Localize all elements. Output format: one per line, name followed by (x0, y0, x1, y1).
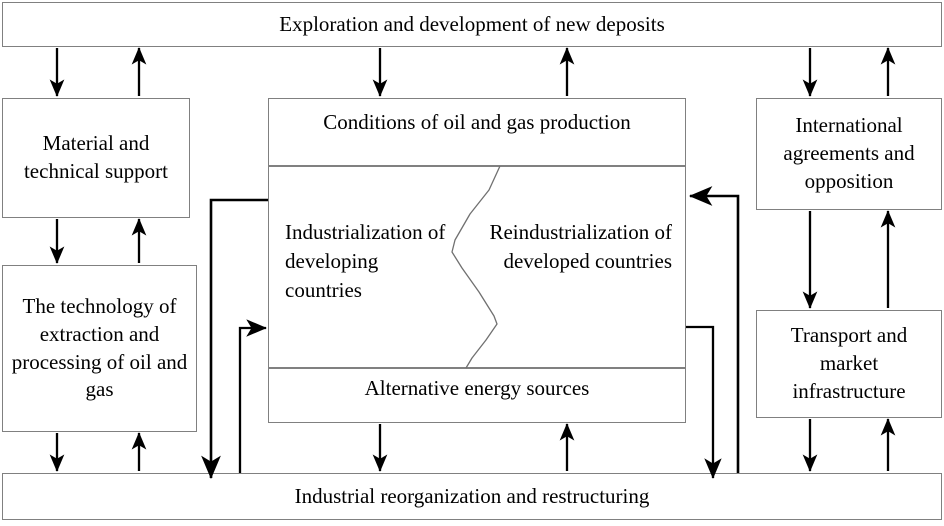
box-alternative-energy-sources: Alternative energy sources (268, 368, 686, 423)
box-conditions-oil-gas-production-label: Conditions of oil and gas production (323, 110, 631, 134)
box-material-technical-support-label: Material and technical support (23, 131, 169, 183)
box-international-agreements-opposition: International agreements and opposition (756, 98, 942, 210)
box-material-technical-support: Material and technical support (2, 98, 190, 218)
box-industrial-reorganization-restructuring-label: Industrial reorganization and restructur… (294, 483, 650, 508)
elbow-right-to-center (688, 186, 740, 473)
label-industrialization-developing: Industrialization of developing countrie… (285, 218, 450, 305)
box-exploration-development: Exploration and development of new depos… (2, 2, 942, 47)
box-technology-extraction-processing-label: The technology of extraction and process… (11, 294, 188, 402)
box-technology-extraction-processing: The technology of extraction and process… (2, 265, 197, 432)
box-alternative-energy-sources-label: Alternative energy sources (364, 376, 590, 400)
elbow-bottom-to-center-left (238, 319, 267, 473)
label-reindustrialization-developed: Reindustrialization of developed countri… (478, 218, 672, 276)
box-exploration-development-label: Exploration and development of new depos… (279, 11, 665, 36)
box-international-agreements-opposition-label: International agreements and opposition (783, 113, 915, 193)
label-reindustrialization-developed-text: Reindustrialization of developed countri… (489, 220, 672, 273)
elbow-left-top-to-bottom (201, 198, 268, 480)
label-industrialization-developing-text: Industrialization of developing countrie… (285, 220, 446, 302)
box-industrial-reorganization-restructuring: Industrial reorganization and restructur… (2, 473, 942, 520)
box-transport-market-infrastructure-label: Transport and market infrastructure (790, 323, 908, 403)
box-conditions-oil-gas-production: Conditions of oil and gas production (268, 98, 686, 166)
box-transport-market-infrastructure: Transport and market infrastructure (756, 310, 942, 418)
elbow-center-right-to-bottom (686, 325, 722, 479)
